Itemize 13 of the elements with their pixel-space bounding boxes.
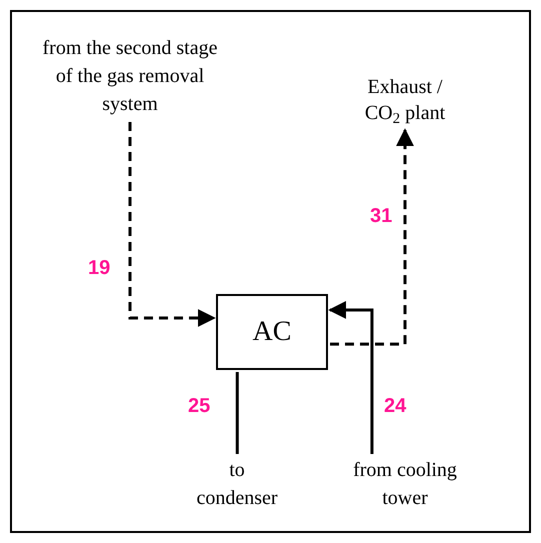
stream-number: 24 xyxy=(384,396,406,416)
arrow xyxy=(328,300,374,454)
stream-label: to condenser xyxy=(187,456,287,512)
stream-number: 25 xyxy=(188,396,210,416)
stream-label: Exhaust / CO$_{2}$ plant xyxy=(350,74,460,128)
stream-number: 31 xyxy=(370,206,392,226)
stream-label: from cooling tower xyxy=(335,456,475,512)
process-box: AC xyxy=(216,294,328,370)
stream-number: 19 xyxy=(88,258,110,278)
dashed-arrow xyxy=(128,122,216,328)
stream-label: from the second stage of the gas removal system xyxy=(40,34,220,120)
dashed-arrow xyxy=(330,128,414,346)
line xyxy=(236,372,239,454)
